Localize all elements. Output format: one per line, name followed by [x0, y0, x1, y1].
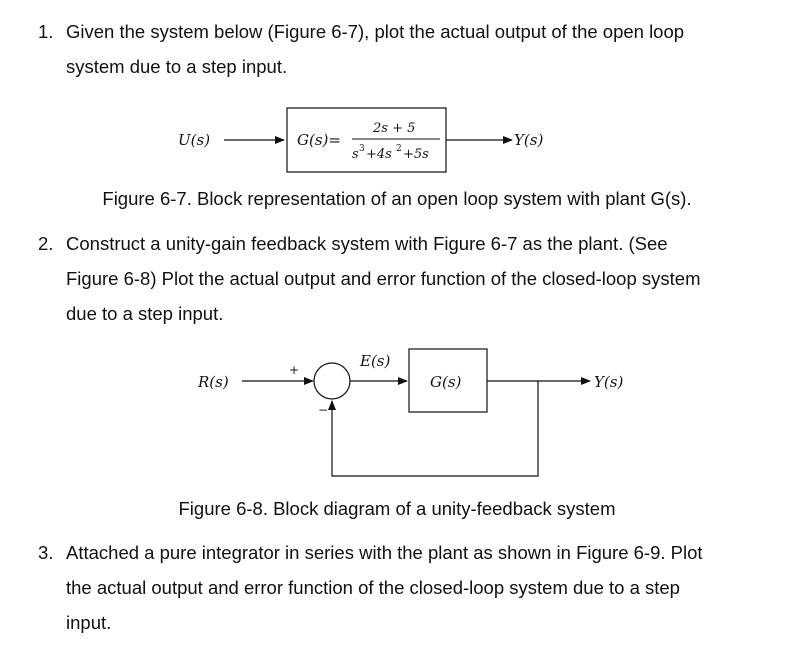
svg-text:s: s [352, 147, 359, 162]
minus-sign: − [318, 403, 328, 417]
question-line: Figure 6-8) Plot the actual output and e… [66, 268, 701, 289]
question-2: 2. Construct a unity-gain feedback syste… [30, 226, 770, 331]
question-number: 3. [38, 542, 54, 563]
transfer-denominator: s 3 +4s 2 +5s [352, 144, 429, 162]
figure-6-7-diagram: U(s) G(s)= 2s + 5 s 3 +4s 2 +5s Y(s) [178, 107, 543, 173]
question-line: input. [66, 612, 112, 633]
figure-6-7-caption: Figure 6-7. Block representation of an o… [102, 188, 692, 209]
plant-label: G(s) [430, 373, 462, 391]
question-3: 3. Attached a pure integrator in series … [30, 535, 770, 640]
input-label-u: U(s) [178, 131, 210, 149]
input-label-r: R(s) [197, 373, 229, 391]
transfer-numerator: 2s + 5 [372, 121, 415, 136]
output-label-y: Y(s) [514, 131, 543, 149]
question-line: due to a step input. [66, 303, 224, 324]
question-1: 1. Given the system below (Figure 6-7), … [30, 14, 770, 84]
error-label: E(s) [359, 352, 390, 370]
question-line: Attached a pure integrator in series wit… [66, 542, 703, 563]
plus-sign: + [289, 363, 299, 377]
svg-text:+4s: +4s [366, 147, 392, 162]
question-number: 2. [38, 233, 54, 254]
output-label-y: Y(s) [594, 373, 623, 391]
figure-6-8-caption: Figure 6-8. Block diagram of a unity-fee… [178, 498, 616, 519]
svg-text:3: 3 [359, 144, 365, 154]
svg-text:+5s: +5s [403, 147, 429, 162]
question-line: the actual output and error function of … [66, 577, 680, 598]
plant-lhs: G(s)= [297, 131, 341, 149]
feedback-path [328, 381, 539, 477]
summing-junction [313, 362, 351, 400]
question-line: system due to a step input. [66, 56, 288, 77]
svg-text:2: 2 [396, 144, 402, 154]
question-line: Given the system below (Figure 6-7), plo… [66, 21, 685, 42]
question-number: 1. [38, 21, 54, 42]
figure-6-8-diagram: R(s) + − E(s) G(s) Y(s) [197, 348, 623, 477]
question-line: Construct a unity-gain feedback system w… [66, 233, 668, 254]
